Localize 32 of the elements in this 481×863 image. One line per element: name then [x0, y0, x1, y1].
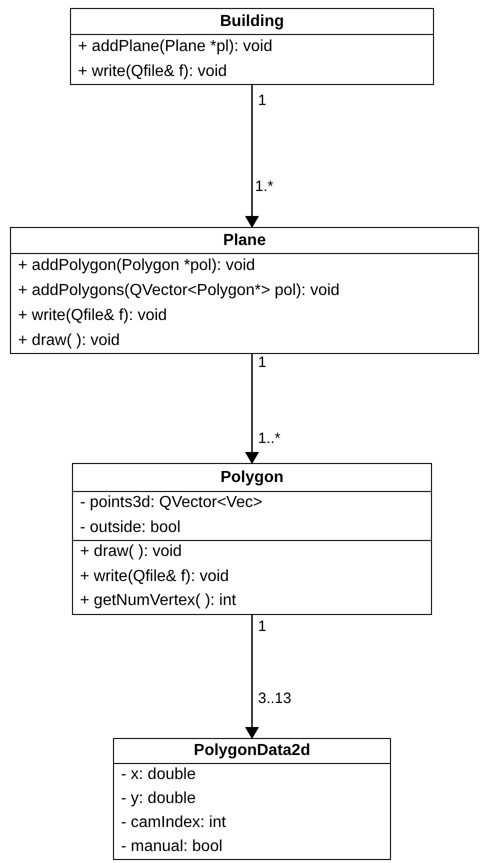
class-member: - points3d: QVector<Vec>: [80, 493, 262, 514]
multiplicity-label: 1: [258, 618, 266, 636]
multiplicity-label: 1: [258, 354, 266, 372]
class-name: PolygonData2d: [192, 741, 312, 761]
class-box: [70, 8, 434, 85]
class-member: + addPolygons(QVector<Polygon*> pol): void: [18, 280, 340, 300]
class-member: + addPolygon(Polygon *pol): void: [18, 256, 256, 276]
class-member: + getNumVertex( ): int: [80, 591, 236, 612]
association-arrow: [245, 85, 259, 228]
class-name: Polygon: [219, 468, 285, 488]
class-member: + addPlane(Plane *pl): void: [78, 36, 272, 56]
class-member: + draw( ): void: [80, 542, 182, 562]
class-member: - manual: bool: [121, 837, 222, 857]
multiplicity-label: 1.*: [255, 178, 274, 196]
class-member: - y: double: [121, 789, 196, 809]
class-name: Building: [219, 12, 285, 32]
class-member: + write(Qfile& f): void: [18, 306, 167, 326]
class-member: + write(Qfile& f): void: [80, 566, 229, 587]
class-box: [72, 463, 432, 614]
class-member: - x: double: [121, 765, 196, 785]
multiplicity-label: 1..*: [258, 430, 281, 448]
class-box: [10, 227, 479, 354]
association-arrow: [245, 614, 259, 739]
multiplicity-label: 3..13: [258, 690, 292, 708]
class-member: - outside: bool: [80, 518, 181, 538]
class-member: - camIndex: int: [121, 813, 226, 833]
association-arrow: [245, 354, 259, 464]
class-name: Plane: [222, 230, 267, 250]
class-member: + write(Qfile& f): void: [78, 62, 227, 82]
class-box: [113, 738, 391, 860]
class-member: + draw( ): void: [18, 330, 120, 350]
multiplicity-label: 1: [258, 92, 266, 110]
